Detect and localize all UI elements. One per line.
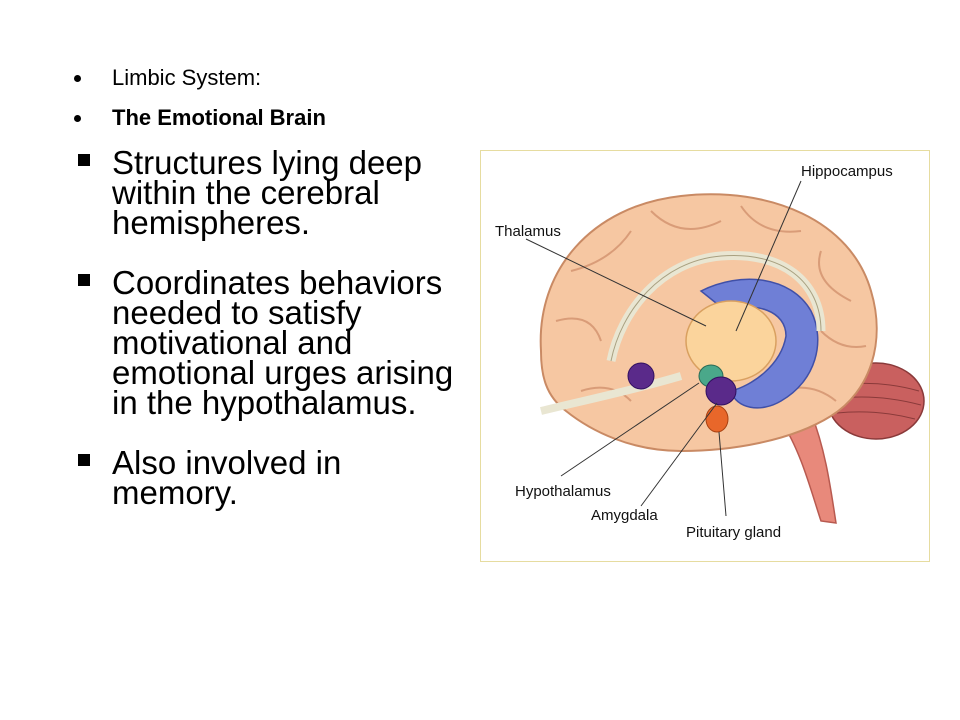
label-amygdala: Amygdala <box>591 507 658 524</box>
thalamus-leader <box>525 238 707 327</box>
square-bullet <box>78 154 90 166</box>
hippocampus-leader <box>735 180 802 332</box>
cerebrum-gyri <box>555 205 867 402</box>
hypothalamus-leader <box>560 382 700 477</box>
bullet-memory: Also involved in memory. <box>78 446 468 509</box>
bullet-text: Structures lying deep within the cerebra… <box>112 144 423 241</box>
hippocampus-shape <box>699 278 819 409</box>
limbic-system-figure: Hippocampus Thalamus Hypothalamus Amygda… <box>480 150 930 562</box>
label-thalamus: Thalamus <box>495 223 561 240</box>
bullet-coordinates: Coordinates behaviors needed to satisfy … <box>78 266 468 419</box>
olfactory-tract <box>540 372 683 415</box>
bullet-dot <box>74 75 81 82</box>
label-hypothalamus: Hypothalamus <box>515 483 611 500</box>
brain-illustration <box>525 180 925 524</box>
pituitary-shape <box>705 405 729 433</box>
bullet-text: The Emotional Brain <box>112 105 326 130</box>
bullet-limbic-system: Limbic System: <box>72 66 326 90</box>
bullet-text: Coordinates behaviors needed to satisfy … <box>112 264 454 421</box>
pituitary-leader <box>718 431 727 517</box>
bullet-emotional-brain: The Emotional Brain <box>72 106 326 130</box>
label-hippocampus: Hippocampus <box>801 163 893 180</box>
brainstem-shape <box>779 412 837 524</box>
square-bullet <box>78 454 90 466</box>
amygdala-left-shape <box>627 362 655 390</box>
bullet-dot <box>74 115 81 122</box>
bullet-text: Limbic System: <box>112 65 262 90</box>
content-bullet-list: Structures lying deep within the cerebra… <box>78 146 468 538</box>
square-bullet <box>78 274 90 286</box>
amygdala-shape <box>705 376 737 406</box>
bullet-text: Also involved in memory. <box>112 444 342 511</box>
label-pituitary-gland: Pituitary gland <box>686 524 782 541</box>
amygdala-leader <box>640 402 718 507</box>
thalamus-shape <box>685 300 777 382</box>
bullet-structures: Structures lying deep within the cerebra… <box>78 146 468 239</box>
heading-bullet-list: Limbic System: The Emotional Brain <box>72 66 326 146</box>
fornix-tract-outline <box>610 254 822 362</box>
